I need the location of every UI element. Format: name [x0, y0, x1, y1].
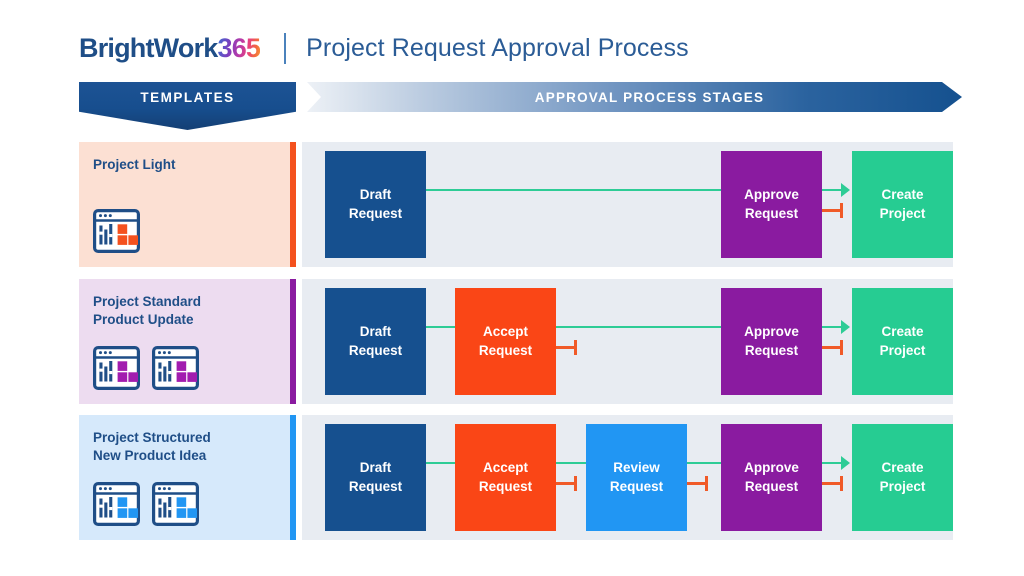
flow-arrowhead-icon	[841, 456, 850, 470]
flow-arrowhead-icon	[841, 320, 850, 334]
flow-connector-line	[426, 189, 721, 191]
flow-arrowhead-icon	[841, 183, 850, 197]
template-window-icon-2	[152, 482, 199, 526]
stage-label-line2: Request	[348, 205, 403, 221]
stage-label-line2: Request	[348, 478, 403, 494]
stage-label-line2: Project	[879, 478, 926, 494]
reject-connector-line	[556, 346, 576, 349]
template-title: Project Standard Product Update	[93, 294, 202, 327]
stage-label-line2: Request	[348, 342, 403, 358]
template-window-icon-1	[93, 346, 140, 390]
header-divider	[284, 32, 287, 64]
brightwork365-logo: BrightWork365	[79, 32, 261, 63]
reject-terminator-icon	[840, 476, 843, 491]
reject-connector-line	[687, 482, 707, 485]
stage-label-line2: Request	[478, 478, 533, 494]
logo-365: 365	[217, 32, 261, 63]
flow-connector-line	[426, 326, 455, 328]
templates-banner-label: TEMPLATES	[140, 90, 235, 105]
stage-label-line1: Approve	[744, 187, 799, 203]
stage-label-line2: Request	[744, 342, 799, 358]
template-icon-group	[93, 209, 140, 253]
stage-label-line1: Create	[881, 187, 924, 203]
page-title: Project Request Approval Process	[306, 33, 689, 62]
logo-wordmark: BrightWork	[79, 32, 218, 63]
stage-label-line2: Project	[879, 205, 926, 221]
reject-connector-line	[822, 209, 842, 212]
template-cell[interactable]: Project Structured New Product Idea	[79, 415, 296, 540]
template-title: Project Light	[93, 157, 176, 172]
stage-label-line2: Request	[478, 342, 533, 358]
stage-label-line1: Approve	[744, 460, 799, 476]
stage-label-line1: Review	[613, 460, 660, 476]
reject-connector-line	[822, 346, 842, 349]
approval-stages-banner: APPROVAL PROCESS STAGES	[307, 82, 962, 112]
template-window-icon-2	[152, 346, 199, 390]
reject-connector-line	[822, 482, 842, 485]
stage-label-line2: Request	[744, 478, 799, 494]
stage-label-line2: Request	[609, 478, 664, 494]
stage-label-line1: Draft	[359, 187, 392, 203]
flow-connector-line	[556, 462, 586, 464]
flow-connector-line	[822, 326, 842, 328]
reject-terminator-icon	[574, 476, 577, 491]
templates-banner: TEMPLATES	[79, 82, 296, 130]
reject-terminator-icon	[840, 340, 843, 355]
template-title: Project Structured New Product Idea	[93, 430, 211, 463]
stage-label-line1: Create	[881, 460, 924, 476]
template-icon-group	[93, 482, 199, 526]
stage-label-line2: Project	[879, 342, 926, 358]
flow-connector-line	[426, 462, 455, 464]
template-window-icon-1	[93, 482, 140, 526]
template-icon-group	[93, 346, 199, 390]
stage-label-line1: Create	[881, 324, 924, 340]
reject-terminator-icon	[705, 476, 708, 491]
stage-label-line1: Draft	[359, 460, 392, 476]
flow-connector-line	[822, 189, 842, 191]
flow-connector-line	[687, 462, 721, 464]
stage-label-line2: Request	[744, 205, 799, 221]
reject-terminator-icon	[574, 340, 577, 355]
stage-label-line1: Approve	[744, 324, 799, 340]
reject-connector-line	[556, 482, 576, 485]
stage-label-line1: Accept	[482, 460, 528, 476]
template-cell[interactable]: Project Light	[79, 142, 296, 267]
template-row: Project Structured New Product Idea Draf…	[79, 415, 953, 540]
flow-connector-line	[556, 326, 721, 328]
flow-connector-line	[822, 462, 842, 464]
template-window-icon-1	[93, 209, 140, 253]
reject-terminator-icon	[840, 203, 843, 218]
stage-label-line1: Draft	[359, 324, 392, 340]
stages-banner-label: APPROVAL PROCESS STAGES	[534, 89, 765, 105]
page-header: BrightWork365 Project Request Approval P…	[79, 28, 689, 68]
stage-label-line1: Accept	[482, 324, 528, 340]
template-cell[interactable]: Project Standard Product Update	[79, 279, 296, 404]
